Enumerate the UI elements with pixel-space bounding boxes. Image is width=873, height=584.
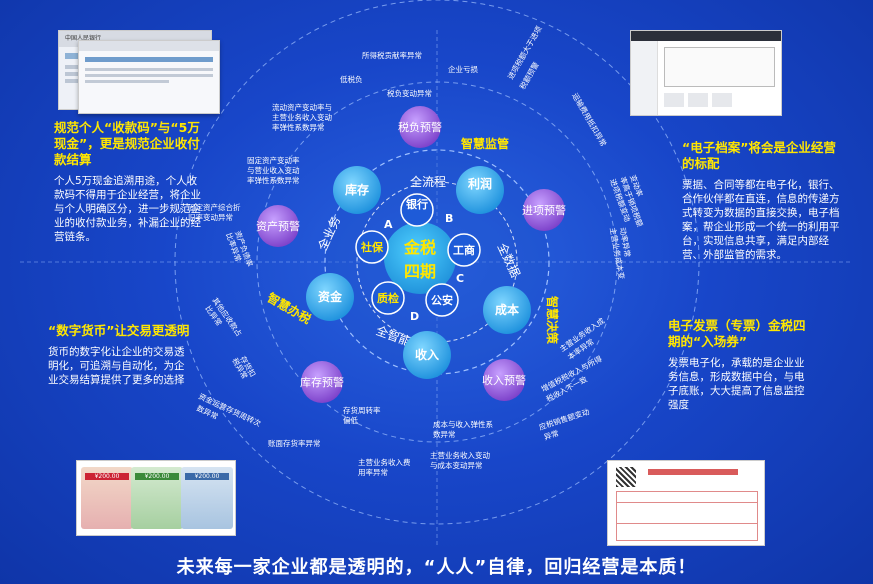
outer-text: 存货周转率	[343, 405, 381, 415]
currency-value: ¥200.00	[135, 473, 179, 480]
outer-text: 成本与收入弹性系	[433, 419, 493, 429]
outer-text: 应税销售额变动	[538, 406, 591, 432]
outer-text: 率弹性系数异常	[247, 175, 300, 185]
outer-text: 流动资产变动率与	[272, 102, 332, 112]
node-income: 收入	[415, 347, 439, 362]
node-funds: 资金	[318, 289, 343, 304]
outer-text: 所得税贡献率异常	[362, 50, 422, 60]
node-asset-warning: 资产预警	[256, 219, 300, 233]
inner-node-social: 社保	[360, 240, 384, 254]
e-invoice-thumbnail	[607, 460, 765, 546]
mid-nodes: 利润 成本 收入 资金 库存	[306, 166, 531, 379]
panel-title: “电子档案”将会是企业经营的标配	[682, 140, 836, 171]
panel-title: “数字货币”让交易更透明	[48, 323, 190, 338]
panel-title: 电子发票（专票）金税四期的“入场券”	[668, 318, 806, 349]
letter-c: C	[456, 272, 464, 285]
outer-text: 主营业务收入变动	[272, 112, 332, 122]
outer-text: 运输费用抵扣异常	[570, 91, 609, 148]
node-income-warning: 收入预警	[482, 373, 526, 387]
footer-slogan: 未来每一家企业都是透明的，“人人”自律，回归经营是本质！	[176, 557, 697, 578]
letter-d: D	[410, 310, 419, 323]
archive-software-thumbnail	[630, 30, 782, 116]
outer-text: 固定资产变动率	[247, 155, 300, 165]
outer-text: 主营业务收入费	[358, 457, 411, 467]
outer-text: 异常	[543, 429, 560, 442]
outer-text: 率弹性系数异常	[272, 122, 325, 132]
outer-text: 主营业务收入变动	[430, 450, 490, 460]
outer-text: 固定资产综合折	[188, 202, 241, 212]
inner-node-police: 公安	[431, 293, 453, 307]
outer-text: 与营业收入变动	[247, 165, 300, 175]
bank-document-thumbnail-front	[78, 40, 220, 114]
outer-text: 税负变动异常	[387, 88, 432, 98]
outer-ring	[174, 0, 700, 525]
node-inventory-warning: 库存预警	[300, 375, 344, 389]
outer-text: 账面存货率异常	[268, 438, 321, 448]
panel-body: 票据、合同等都在电子化，银行、合作伙伴都在直连，信息的传递方式转变为数据的直接交…	[682, 179, 840, 261]
outer-text: 低税负	[340, 74, 363, 84]
center-line1: 金税	[403, 238, 436, 257]
node-profit: 利润	[468, 176, 492, 191]
letter-a: A	[384, 218, 393, 231]
node-cost: 成本	[495, 302, 519, 317]
panel-e-archive: “电子档案”将会是企业经营的标配 票据、合同等都在电子化，银行、合作伙伴都在直连…	[682, 140, 842, 262]
outer-text: 进项税额大于进项	[505, 24, 544, 81]
outer-text: 与成本变动异常	[430, 460, 483, 470]
core-ring	[356, 181, 518, 343]
outer-text: 旧率变动异常	[188, 212, 233, 222]
panel-body: 发票电子化，承载的是企业业务信息，形成数据中台，与电子底账，大大提高了信息监控强…	[668, 357, 805, 411]
digital-currency-thumbnail: ¥200.00 ¥200.00 ¥200.00	[76, 460, 236, 536]
ring-label-process: 全流程	[410, 174, 446, 189]
letter-b: B	[445, 212, 453, 225]
panel-body: 货币的数字化让企业的交易透明化，可追溯与自动化，为企业交易结算提供了更多的选择	[48, 346, 185, 386]
middle-ring	[256, 81, 618, 443]
inner-node-quality: 质检	[377, 291, 399, 305]
outer-text: 企业亏损	[448, 64, 478, 74]
outer-text: 数异常	[433, 429, 456, 439]
node-inventory: 库存	[345, 182, 369, 197]
inner-nodes: 银行 B 工商 C 公安 质检 D 社保 A	[355, 193, 481, 323]
outer-text: 用率异常	[358, 467, 388, 477]
outer-text: 偏低	[343, 415, 358, 425]
center-line2: 四期	[404, 262, 436, 281]
panel-payment-code: 规范个人“收款码”与“5万现金”，更是规范企业收付款结算 个人5万现金追溯用途，…	[54, 120, 204, 244]
inner-node-bank: 银行	[406, 197, 428, 211]
warning-nodes: 进项预警 收入预警 库存预警 资产预警 税负预警	[256, 106, 566, 403]
currency-value: ¥200.00	[185, 473, 229, 480]
panel-title: 规范个人“收款码”与“5万现金”，更是规范企业收付款结算	[54, 120, 200, 167]
wisdom-decision: 智慧决策	[545, 295, 560, 345]
panel-e-invoice: 电子发票（专票）金税四期的“入场券” 发票电子化，承载的是企业业务信息，形成数据…	[668, 318, 808, 412]
currency-value: ¥200.00	[85, 473, 129, 480]
inner-node-business: 工商	[453, 243, 475, 257]
node-input-warning: 进项预警	[522, 203, 566, 217]
center-node: 金税 四期	[384, 222, 456, 294]
panel-body: 个人5万现金追溯用途，个人收款码不得用于企业经营，将企业与个人明确区分，进一步规…	[54, 175, 201, 243]
node-tax-warning: 税负预警	[398, 120, 442, 134]
wisdom-supervision: 智慧监管	[460, 136, 509, 151]
panel-digital-currency: “数字货币”让交易更透明 货币的数字化让企业的交易透明化，可追溯与自动化，为企业…	[48, 323, 190, 387]
